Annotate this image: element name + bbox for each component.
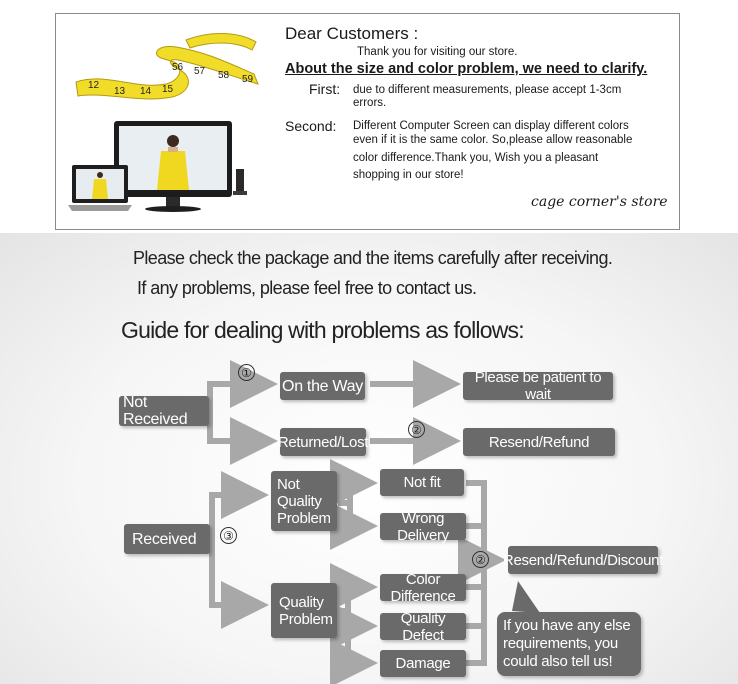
quality-problem-box: Quality Problem [271,583,337,638]
problem-guide: Please check the package and the items c… [0,233,738,684]
contact-text: If any problems, please feel free to con… [137,278,477,298]
damage-box: Damage [380,650,466,677]
resend-refund-discount-box: Resend/Refund/Discount [503,546,663,574]
first-text: errors. [353,97,387,109]
step-marker-3: ③ [220,527,237,544]
not-received-box: Not Received [119,394,209,428]
tape-number: 13 [114,86,126,97]
received-box: Received [124,524,210,554]
clarify-heading: About the size and color problem, we nee… [285,61,648,77]
tape-number: 59 [242,74,254,85]
step-marker-2: ② [472,551,489,568]
on-the-way-box: On the Way [280,372,365,400]
measuring-tape-icon: 12 13 14 15 56 57 58 59 [75,33,259,100]
tape-number: 57 [194,66,206,77]
check-package-text: Please check the package and the items c… [133,248,613,268]
second-text: shopping in our store! [353,169,464,181]
not-fit-box: Not fit [380,469,464,496]
color-difference-box: Color Difference [380,571,466,605]
tape-number: 12 [88,80,100,91]
first-text: due to different measurements, please ac… [353,84,622,96]
requirements-bubble: If you have any else requirements, you c… [497,612,641,676]
second-text: even if it is the same color. So,please … [353,134,633,146]
resend-refund-box: Resend/Refund [463,428,615,456]
not-quality-problem-box: Not Quality Problem [271,471,337,531]
second-text: Different Computer Screen can display di… [353,120,629,132]
step-marker-1: ① [238,364,255,381]
second-label: Second: [285,118,337,134]
guide-title: Guide for dealing with problems as follo… [121,317,525,343]
greeting: Dear Customers : [285,24,419,43]
returned-lost-box: Returned/Lost [278,428,368,456]
flow-connectors [207,360,540,684]
notice-panel: 12 13 14 15 56 57 58 59 Dear Customers :… [55,13,680,230]
tape-number: 58 [218,70,230,81]
first-label: First: [309,81,341,97]
tape-number: 14 [140,86,152,97]
step-marker-2: ② [408,421,425,438]
second-text: color difference.Thank you, Wish you a p… [353,152,599,164]
monitor-laptop-icon [68,121,247,212]
thanks-text: Thank you for visiting our store. [357,46,518,58]
be-patient-box: Please be patient to wait [463,369,613,403]
tape-number: 15 [162,84,174,95]
quality-defect-box: Quality Defect [380,610,466,644]
wrong-delivery-box: Wrong Delivery [380,510,466,544]
tape-number: 56 [172,62,184,73]
store-signature: cage corner's store [531,194,668,210]
